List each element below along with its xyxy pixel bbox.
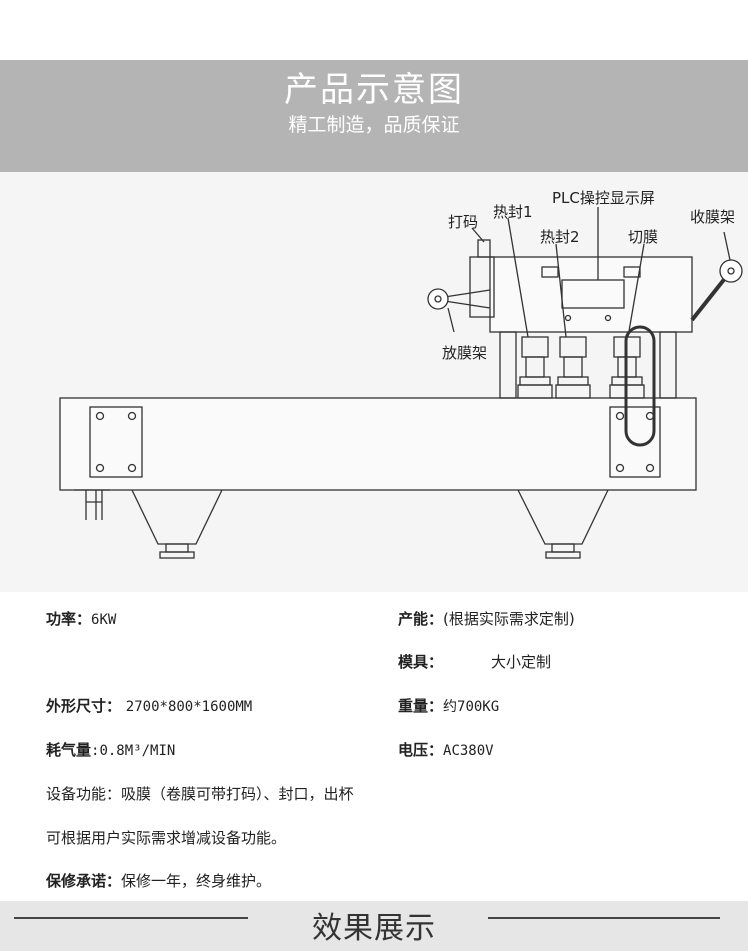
label-plc-screen: PLC操控显示屏	[552, 189, 655, 207]
footer-divider-right	[488, 917, 720, 919]
drive-chain	[624, 325, 656, 447]
label-heat-seal-2: 热封2	[540, 228, 580, 246]
spec-weight: 重量：约700KG	[398, 697, 500, 715]
spec-warranty: 保修承诺：保修一年，终身维护。	[46, 872, 272, 890]
spec-function: 设备功能：吸膜（卷膜可带打码）、封口，出杯	[46, 785, 354, 803]
left-leg	[131, 489, 223, 545]
machine-bed	[59, 397, 697, 491]
seal-station-2	[555, 336, 591, 399]
spec-note: 可根据用户实际需求增减设备功能。	[46, 829, 287, 847]
spec-power: 功率：6KW	[46, 610, 117, 628]
label-film-collect: 收膜架	[690, 208, 735, 226]
machine-diagram: 打码 热封1 PLC操控显示屏 收膜架 热封2 切膜 放膜架	[0, 172, 748, 592]
spec-dimensions: 外形尺寸： 2700*800*1600MM	[46, 697, 253, 715]
spec-voltage: 电压：AC380V	[398, 741, 494, 759]
page-subtitle: 精工制造，品质保证	[288, 114, 460, 136]
spec-capacity: 产能：(根据实际需求定制)	[398, 610, 575, 628]
header-banner: 产品示意图 精工制造，品质保证	[0, 60, 748, 172]
right-mount-plate	[609, 406, 661, 478]
label-coding: 打码	[448, 213, 478, 231]
label-film-cut: 切膜	[628, 228, 658, 246]
spec-mold: 模具：大小定制	[398, 653, 552, 671]
label-film-release: 放膜架	[442, 344, 487, 362]
seal-station-1	[517, 336, 553, 399]
label-heat-seal-1: 热封1	[493, 203, 533, 221]
left-mount-plate	[89, 406, 143, 478]
spec-air: 耗气量:0.8M³/MIN	[46, 741, 176, 759]
footer-divider-left	[14, 917, 248, 919]
right-leg	[517, 489, 609, 545]
upper-housing	[489, 256, 693, 333]
page-title: 产品示意图	[284, 70, 464, 110]
footer-banner: 效果展示	[0, 901, 748, 951]
machine-drawing: 打码 热封1 PLC操控显示屏 收膜架 热封2 切膜 放膜架	[59, 189, 743, 559]
footer-title: 效果展示	[312, 911, 436, 946]
